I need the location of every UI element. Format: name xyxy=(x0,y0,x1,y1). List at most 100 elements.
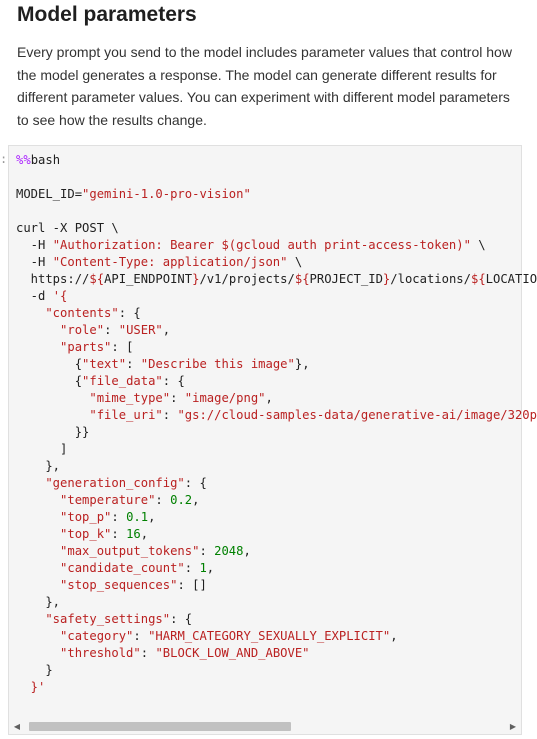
code-line: "stop_sequences": [] xyxy=(16,577,521,594)
code-line: "contents": { xyxy=(16,305,521,322)
code-token: : xyxy=(184,561,200,575)
code-token: : { xyxy=(170,612,193,626)
code-token: }, xyxy=(294,357,310,371)
code-token: \ xyxy=(470,238,486,252)
code-token: "safety_settings" xyxy=(16,612,171,626)
code-token: "temperature" xyxy=(16,493,156,507)
code-token: ] xyxy=(16,442,68,456)
code-token: : xyxy=(111,510,127,524)
code-token: } xyxy=(16,663,53,677)
code-token: }' xyxy=(16,680,46,694)
code-token: }} xyxy=(16,425,90,439)
code-token: "stop_sequences" xyxy=(16,578,178,592)
code-line: "file_uri": "gs://cloud-samples-data/gen… xyxy=(16,407,537,424)
code-token: : [] xyxy=(177,578,207,592)
code-token: , xyxy=(148,510,156,524)
code-token: \ xyxy=(287,255,303,269)
code-token: } xyxy=(382,272,391,286)
code-token: , xyxy=(192,493,200,507)
code-token: 0.1 xyxy=(126,510,149,524)
code-token: ${ xyxy=(89,272,105,286)
code-token: }, xyxy=(16,595,61,609)
code-token: /locations/ xyxy=(390,272,471,286)
code-line: "candidate_count": 1, xyxy=(16,560,521,577)
code-token: "HARM_CATEGORY_SEXUALLY_EXPLICIT" xyxy=(148,629,391,643)
code-token: 2048 xyxy=(214,544,244,558)
code-token: { xyxy=(16,374,83,388)
code-token: "text" xyxy=(82,357,127,371)
code-token: , xyxy=(140,527,149,541)
code-token: 0.2 xyxy=(170,493,193,507)
code-token: "USER" xyxy=(118,323,163,337)
code-token: ${ xyxy=(470,272,486,286)
code-token: '{ xyxy=(52,289,68,303)
code-token: } xyxy=(192,272,200,286)
code-token: , xyxy=(206,561,215,575)
code-token: "BLOCK_LOW_AND_ABOVE" xyxy=(155,646,310,660)
code-token: curl -X POST \ xyxy=(16,221,119,235)
scrollbar-thumb[interactable] xyxy=(29,722,291,731)
code-token: "candidate_count" xyxy=(16,561,185,575)
code-token: "gemini-1.0-pro-vision" xyxy=(82,187,251,201)
code-token: : xyxy=(111,527,127,541)
code-token: : xyxy=(162,408,178,422)
code-token: "contents" xyxy=(16,306,119,320)
code-line: MODEL_ID="gemini-1.0-pro-vision" xyxy=(16,186,521,203)
section-heading: Model parameters xyxy=(17,3,197,26)
code-token: -H xyxy=(16,238,53,252)
code-token: : { xyxy=(118,306,141,320)
code-line: }} xyxy=(16,424,521,441)
code-line: } xyxy=(16,662,521,679)
code-token: LOCATIO xyxy=(485,272,537,286)
code-line xyxy=(16,169,521,186)
code-token: -d xyxy=(16,289,53,303)
code-line: curl -X POST \ xyxy=(16,220,521,237)
code-line: -H "Authorization: Bearer $(gcloud auth … xyxy=(16,237,521,254)
code-token: https:// xyxy=(16,272,90,286)
triangle-right-icon[interactable]: ▶ xyxy=(509,722,517,731)
code-line: }, xyxy=(16,594,521,611)
code-token: /v1/projects/ xyxy=(199,272,295,286)
code-line: "top_k": 16, xyxy=(16,526,521,543)
code-line: }' xyxy=(16,679,521,696)
code-line: %%bash xyxy=(16,152,521,169)
code-token: , xyxy=(162,323,171,337)
code-token: MODEL_ID= xyxy=(16,187,83,201)
code-token: }, xyxy=(16,459,61,473)
code-line: -d '{ xyxy=(16,288,521,305)
code-token: "threshold" xyxy=(16,646,141,660)
code-line: "temperature": 0.2, xyxy=(16,492,521,509)
code-token: { xyxy=(16,357,83,371)
code-token: bash xyxy=(30,153,61,167)
code-line: "parts": [ xyxy=(16,339,521,356)
section-description: Every prompt you send to the model inclu… xyxy=(17,44,512,128)
code-token: "image/png" xyxy=(184,391,266,405)
code-line: "generation_config": { xyxy=(16,475,521,492)
code-token: , xyxy=(243,544,251,558)
code-editor[interactable]: %%bash MODEL_ID="gemini-1.0-pro-vision" … xyxy=(16,152,537,696)
horizontal-scrollbar[interactable]: ◀ ▶ xyxy=(9,719,521,734)
code-token: : { xyxy=(162,374,185,388)
code-token: "file_uri" xyxy=(16,408,163,422)
code-line: https://${API_ENDPOINT}/v1/projects/${PR… xyxy=(16,271,537,288)
code-token: : xyxy=(104,323,119,337)
code-token: 16 xyxy=(126,527,141,541)
code-line: "threshold": "BLOCK_LOW_AND_ABOVE" xyxy=(16,645,521,662)
code-token: : xyxy=(133,629,149,643)
triangle-left-icon[interactable]: ◀ xyxy=(13,722,21,731)
code-cell[interactable]: %%bash MODEL_ID="gemini-1.0-pro-vision" … xyxy=(8,145,537,735)
code-token: PROJECT_ID xyxy=(309,272,383,286)
code-line xyxy=(16,203,521,220)
code-token: "top_p" xyxy=(16,510,112,524)
code-token: : xyxy=(155,493,171,507)
code-line: "top_p": 0.1, xyxy=(16,509,521,526)
code-line: ] xyxy=(16,441,521,458)
code-line: {"file_data": { xyxy=(16,373,521,390)
code-token: "role" xyxy=(16,323,105,337)
code-token: : xyxy=(170,391,185,405)
code-line: "category": "HARM_CATEGORY_SEXUALLY_EXPL… xyxy=(16,628,521,645)
code-token: : xyxy=(199,544,215,558)
code-token: "category" xyxy=(16,629,134,643)
code-token: API_ENDPOINT xyxy=(104,272,193,286)
code-line: "role": "USER", xyxy=(16,322,521,339)
